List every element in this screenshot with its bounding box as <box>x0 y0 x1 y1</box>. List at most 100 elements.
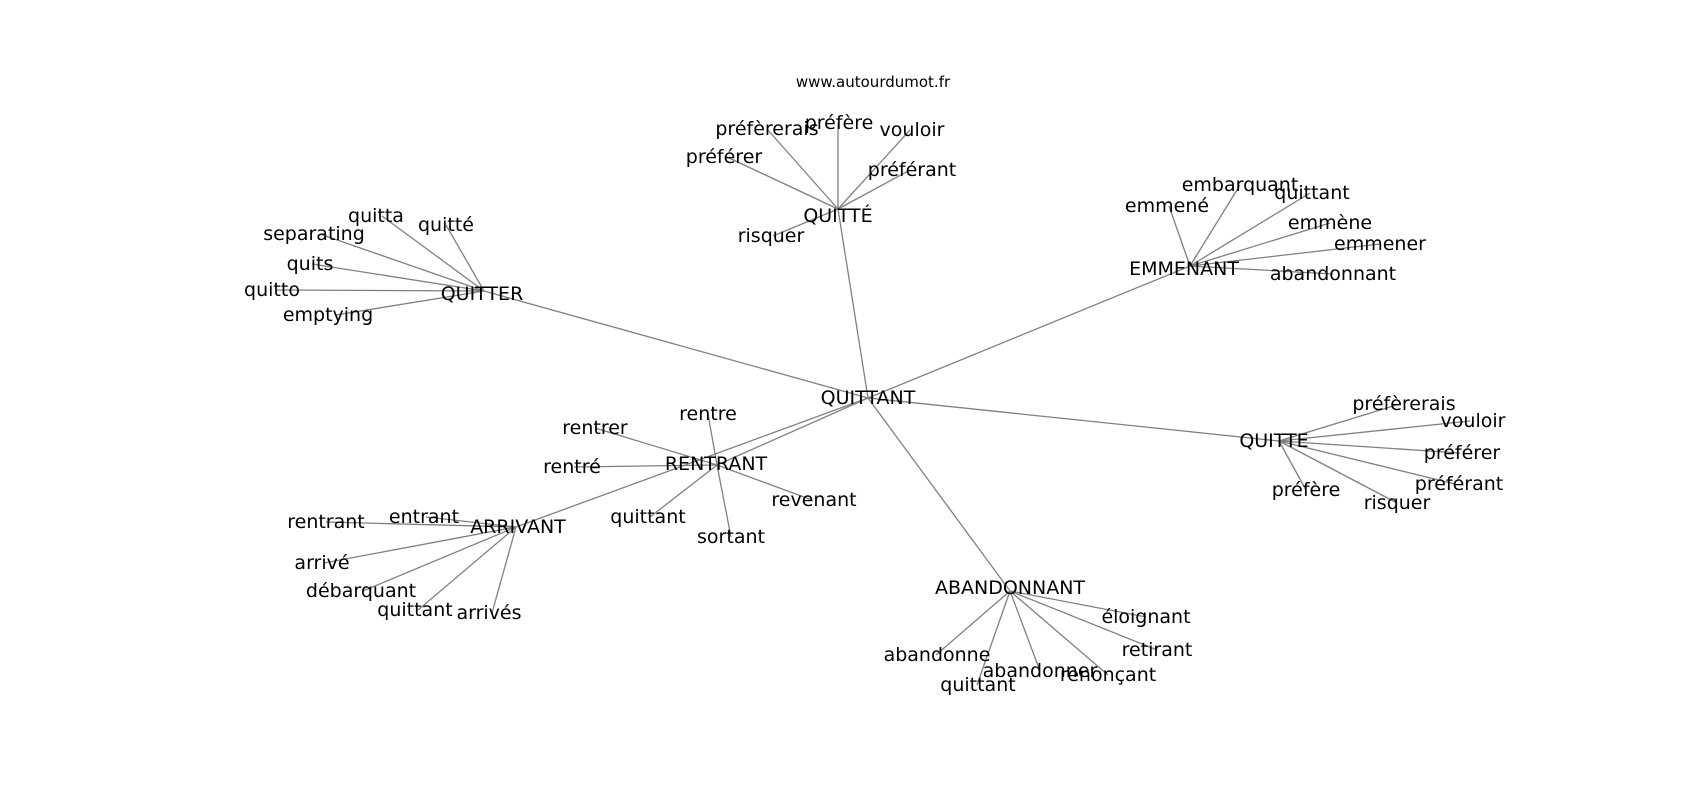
edge-rentrant-to-rt-rentre <box>707 413 718 466</box>
edge-quittant-to-abandonnant <box>867 397 1011 592</box>
edge-rentrant-to-rt-sortant <box>716 464 732 538</box>
node-ar-rentrant: rentrant <box>287 511 365 533</box>
edge-quittant-to-rentrant <box>716 397 869 466</box>
edge-quitte-acc-to-qa-vouloir <box>837 129 911 210</box>
node-ab-retirant: retirant <box>1122 639 1193 661</box>
edge-arrivant-to-ar-rentrant <box>325 521 517 528</box>
node-qa-vouloir: vouloir <box>880 119 945 141</box>
node-ab-renoncant: renonçant <box>1060 664 1156 686</box>
edge-quitter-to-qr-quitto <box>275 289 485 292</box>
node-ar-quittant: quittant <box>377 599 452 621</box>
edge-quitte-to-qt-preferant <box>1278 440 1456 485</box>
node-em-emmene2: emmène <box>1288 212 1372 234</box>
node-qt-preferant: préférant <box>1415 473 1503 495</box>
edge-rentrant-to-rt-rentrer <box>594 427 718 466</box>
node-qr-separating: separating <box>263 223 365 245</box>
edge-quitter-to-qr-separating <box>319 233 485 292</box>
edge-abandonnant-to-ab-quittant <box>976 590 1011 686</box>
edge-arrivant-to-ar-quittant <box>417 526 517 611</box>
graph-labels: QUITTANT QUITTÉ QUITTER EMMENANT QUITTE RENTR… <box>244 112 1506 696</box>
node-em-abandonnant: abandonnant <box>1270 263 1396 285</box>
edge-quitte-to-qt-vouloir <box>1278 420 1471 442</box>
edge-quitter-to-qr-quits <box>311 263 485 292</box>
edge-quitte-to-qt-preferer <box>1278 440 1461 454</box>
node-em-emmene: emmené <box>1125 195 1209 217</box>
node-qa-preferant: préférant <box>868 159 956 181</box>
node-qa-preferer: préférer <box>686 146 763 168</box>
node-qt-vouloir: vouloir <box>1441 410 1506 432</box>
node-qr-quitta: quitta <box>348 205 404 227</box>
node-qt-risquer: risquer <box>1364 492 1431 514</box>
node-rentrant: RENTRANT <box>665 453 768 475</box>
node-rt-quittant: quittant <box>610 506 685 528</box>
node-quitte: QUITTE <box>1239 430 1308 452</box>
edge-quitte-to-qt-risquer <box>1278 440 1398 504</box>
node-qt-prefere: préfère <box>1272 479 1341 501</box>
node-ab-abandonne: abandonne <box>884 644 991 666</box>
edge-abandonnant-to-ab-renoncant <box>1009 590 1109 676</box>
node-qt-preferais: préfèrerais <box>1352 393 1455 415</box>
edge-quittant-to-quitte-acc <box>837 208 869 399</box>
node-ar-arrive: arrivé <box>294 552 349 574</box>
edge-rentrant-to-rt-revenant <box>716 464 813 501</box>
node-qa-prefere: préfère <box>805 112 874 134</box>
graph-edges <box>275 123 1471 686</box>
edge-quittant-to-quitte <box>867 397 1280 442</box>
edge-emmenant-to-em-emmene2 <box>1189 222 1331 267</box>
node-ar-entrant: entrant <box>389 506 459 528</box>
node-arrivant: ARRIVANT <box>470 516 566 538</box>
edge-quitter-to-qr-quitte <box>445 224 485 292</box>
watermark: www.autourdumot.fr <box>796 73 951 91</box>
node-qa-risquer: risquer <box>738 225 805 247</box>
node-qr-emptying: emptying <box>283 304 373 326</box>
edge-abandonnant-to-ab-abandonner <box>1009 590 1041 672</box>
edge-abandonnant-to-ab-abandonne <box>935 590 1011 656</box>
node-qt-preferer: préférer <box>1424 442 1501 464</box>
node-rt-rentre-acc: rentré <box>543 456 601 478</box>
edge-abandonnant-to-ab-retirant <box>1009 590 1158 651</box>
node-ar-arrives: arrivés <box>456 602 521 624</box>
edge-arrivant-to-ar-debarquant <box>362 526 517 592</box>
node-em-emmener: emmener <box>1334 233 1426 255</box>
node-rt-rentrer: rentrer <box>562 417 628 439</box>
edge-quitte-acc-to-qa-risquer <box>772 208 839 237</box>
edge-emmenant-to-em-emmener <box>1189 243 1381 267</box>
edge-quitter-to-qr-quitta <box>381 215 485 292</box>
node-rt-revenant: revenant <box>771 489 856 511</box>
node-rt-rentre: rentre <box>679 403 737 425</box>
node-ab-quittant: quittant <box>940 674 1015 696</box>
edge-quitte-to-qt-preferais <box>1278 403 1401 442</box>
edge-arrivant-to-ar-arrive <box>323 526 517 564</box>
node-ab-eloignant: éloignant <box>1101 606 1190 628</box>
node-quitter: QUITTER <box>441 283 524 305</box>
node-em-quittant: quittant <box>1274 182 1349 204</box>
node-ar-debarquant: débarquant <box>306 580 416 602</box>
edge-quitte-to-qt-prefere <box>1278 440 1307 491</box>
edge-emmenant-to-em-emmene <box>1168 205 1191 267</box>
edge-quittant-to-emmenant <box>867 265 1191 399</box>
edge-emmenant-to-em-quittant <box>1189 192 1311 267</box>
edge-quittant-to-quitter <box>483 290 869 399</box>
node-ab-abandonner: abandonner <box>983 660 1098 682</box>
node-abandonnant: ABANDONNANT <box>935 577 1085 599</box>
edge-emmenant-to-em-abandonnant <box>1189 265 1334 275</box>
edge-quitte-acc-to-qa-preferer <box>726 156 839 210</box>
node-qa-preferais: préfèrerais <box>715 118 818 140</box>
edge-abandonnant-to-ab-eloignant <box>1009 590 1147 618</box>
node-qr-quitte: quitté <box>418 214 474 236</box>
node-quitte-acc: QUITTÉ <box>803 204 872 227</box>
edge-arrivant-to-ar-arrives <box>491 526 517 614</box>
edge-emmenant-to-em-embarquant <box>1189 184 1241 267</box>
node-quittant: QUITTANT <box>821 387 916 409</box>
edge-rentrant-to-rt-quittant <box>649 464 718 518</box>
edge-quitter-to-qr-emptying <box>335 290 485 316</box>
edge-arrivant-to-ar-entrant <box>425 516 517 528</box>
edge-quitte-acc-to-qa-preferais <box>766 128 839 210</box>
edge-rentrant-to-rt-rentre-acc <box>573 464 718 468</box>
node-qr-quitto: quitto <box>244 279 300 301</box>
edge-quittant-to-arrivant <box>515 397 869 528</box>
node-qr-quits: quits <box>287 253 334 275</box>
node-emmenant: EMMENANT <box>1129 258 1239 280</box>
node-em-embarquant: embarquant <box>1182 174 1299 196</box>
